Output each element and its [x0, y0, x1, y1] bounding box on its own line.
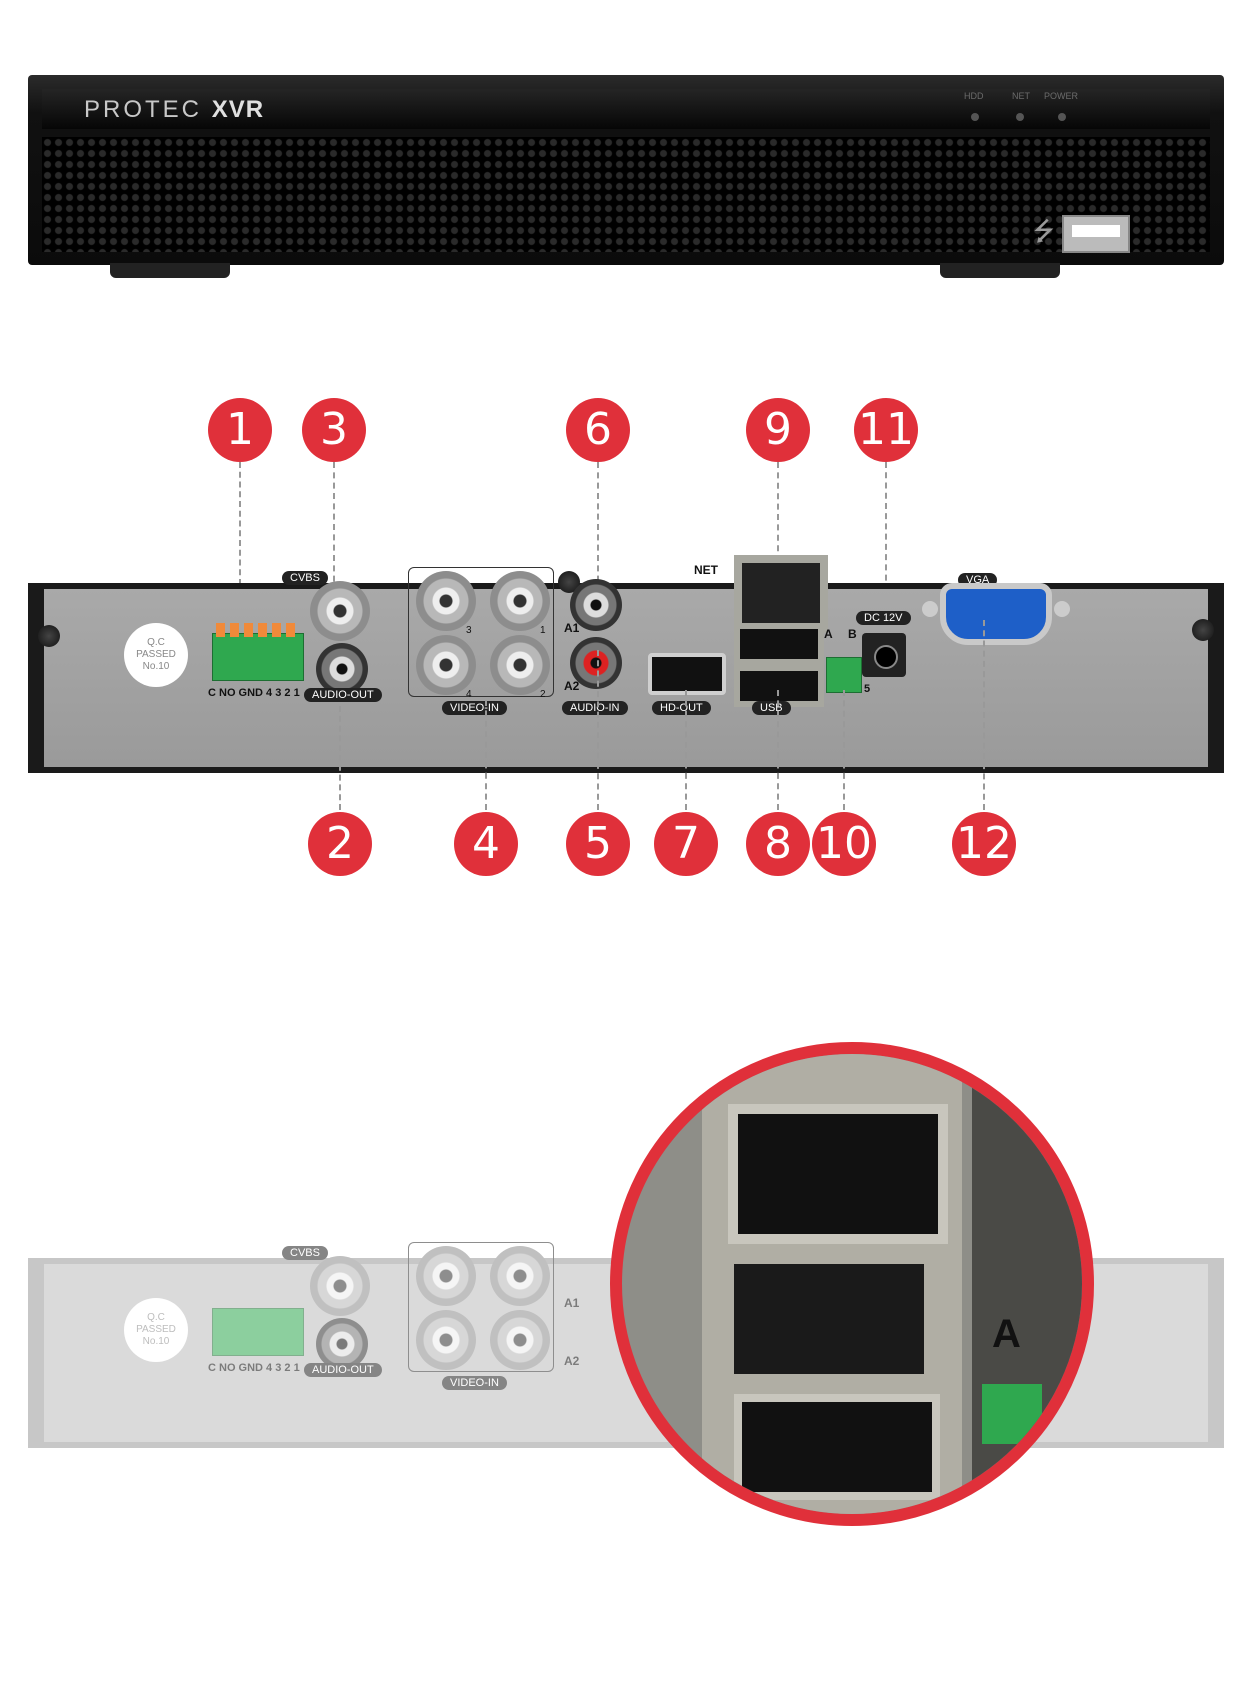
leader-2 [339, 706, 341, 810]
vga-port [940, 583, 1052, 645]
video-in-bnc-4 [416, 635, 476, 695]
callout-6: 6 [566, 398, 630, 462]
audio-out-rca [316, 643, 368, 695]
led-label-hdd: HDD [964, 91, 984, 101]
leader-9 [777, 462, 779, 572]
brand-logo: PROTEC XVR [84, 96, 265, 123]
leader-3 [333, 462, 335, 592]
rs485-terminal [826, 657, 862, 693]
dc-label: DC 12V [856, 611, 911, 625]
usb-port-1 [734, 623, 824, 665]
cvbs-bnc-port [310, 581, 370, 641]
video-in-label: VIDEO-IN [442, 701, 507, 715]
led-label-net: NET [1012, 91, 1030, 101]
led-power [1058, 113, 1066, 121]
callout-2: 2 [308, 812, 372, 876]
hdmi-port [648, 653, 726, 695]
alarm-terminal-block [212, 633, 304, 681]
callout-11: 11 [854, 398, 918, 462]
video-in-bnc-1 [490, 571, 550, 631]
zoom-magnifier: A [610, 1042, 1094, 1526]
leader-5 [597, 650, 599, 810]
ventilation-grille [42, 137, 1210, 252]
callout-4: 4 [454, 812, 518, 876]
alarm-pin-labels: C NO GND 4 3 2 1 [208, 687, 300, 699]
led-net [1016, 113, 1024, 121]
callout-5: 5 [566, 812, 630, 876]
hd-out-label: HD-OUT [652, 701, 711, 715]
screw-right [1192, 619, 1214, 641]
zoom-usb-port-upper [734, 1264, 924, 1374]
callout-9: 9 [746, 398, 810, 462]
callout-7: 7 [654, 812, 718, 876]
leader-6 [597, 462, 599, 592]
foot-right [940, 263, 1060, 278]
dc-power-jack [862, 633, 906, 677]
zoom-terminal [982, 1384, 1042, 1444]
audio-in-rca-a2 [570, 637, 622, 689]
dvr-front-panel: PROTEC XVR HDD NET POWER ⭍ [28, 75, 1224, 278]
leader-4 [485, 700, 487, 810]
led-hdd [971, 113, 979, 121]
zoom-ethernet-port [728, 1104, 948, 1244]
leader-1 [239, 462, 241, 624]
leader-7 [685, 690, 687, 810]
front-usb-port [1062, 215, 1130, 253]
audio-out-label: AUDIO-OUT [304, 688, 382, 702]
foot-left [110, 263, 230, 278]
zoom-usb-port-lower [734, 1394, 940, 1500]
screw-left [38, 625, 60, 647]
net-label: NET [694, 563, 718, 577]
callout-10: 10 [812, 812, 876, 876]
leader-8 [777, 690, 779, 810]
zoom-a-label: A [992, 1312, 1021, 1356]
video-in-bnc-2 [490, 635, 550, 695]
video-in-bnc-3 [416, 571, 476, 631]
ethernet-port [734, 555, 828, 633]
audio-in-label: AUDIO-IN [562, 701, 628, 715]
usb-icon: ⭍ [1033, 216, 1055, 246]
audio-in-rca-a1 [570, 579, 622, 631]
callout-3: 3 [302, 398, 366, 462]
screw-top [558, 571, 580, 593]
leader-12 [983, 620, 985, 810]
leader-10 [843, 690, 845, 810]
callout-8: 8 [746, 812, 810, 876]
video-in-group [408, 567, 554, 697]
usb-label: USB [752, 701, 791, 715]
cvbs-label: CVBS [282, 571, 328, 585]
callout-12: 12 [952, 812, 1016, 876]
front-strip [42, 89, 1210, 129]
led-label-power: POWER [1044, 91, 1079, 101]
callout-1: 1 [208, 398, 272, 462]
leader-11 [885, 462, 887, 642]
